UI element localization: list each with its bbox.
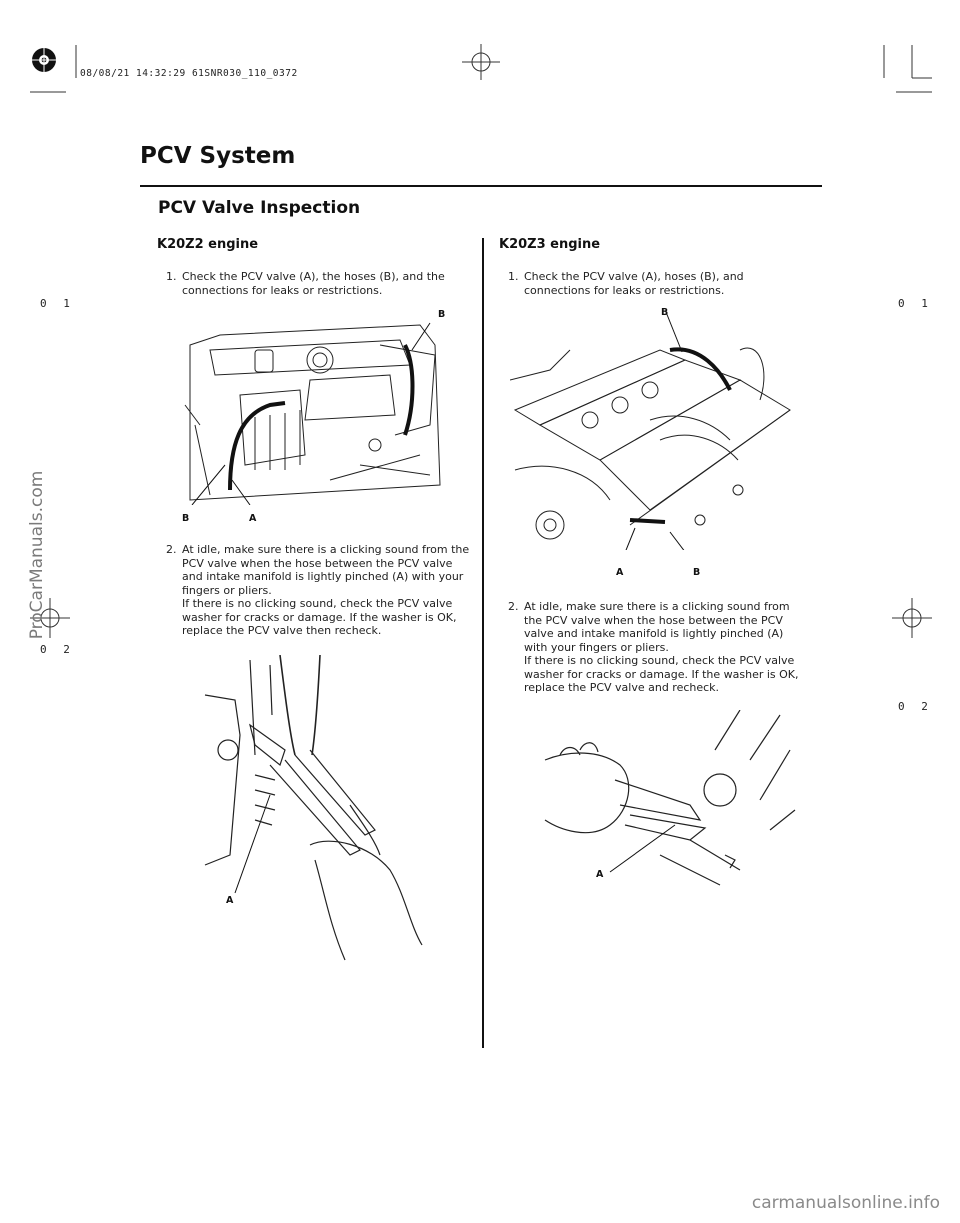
margin-marker: 0 2: [40, 643, 75, 656]
label-a: A: [226, 895, 234, 906]
label-a: A: [596, 869, 604, 880]
step-number: 1.: [166, 270, 177, 283]
step-text: Check the PCV valve (A), the hoses (B), …: [182, 270, 445, 297]
label-b: B: [693, 567, 701, 578]
right-column-heading: K20Z3 engine: [499, 237, 601, 252]
side-crosshair-icons: [30, 598, 932, 638]
footer-watermark: carmanualsonline.info: [751, 1193, 940, 1213]
title-rule: [140, 185, 822, 187]
section-title: PCV Valve Inspection: [158, 198, 361, 218]
label-b: B: [661, 307, 669, 318]
margin-marker: 0 1: [40, 297, 75, 310]
step-text-followup: If there is no clicking sound, check the…: [182, 597, 457, 637]
pinch-hose-illustration: [544, 710, 796, 886]
margin-marker: 0 2: [898, 700, 933, 713]
step-text: At idle, make sure there is a clicking s…: [524, 600, 790, 654]
label-b: B: [438, 309, 446, 320]
registration-marks: [24, 40, 932, 93]
margin-marker: 0 1: [898, 297, 933, 310]
k20z3-engine-illustration: [510, 311, 791, 550]
step-number: 2.: [166, 543, 177, 556]
side-watermark: ProCarManuals.com: [27, 470, 47, 640]
step-number: 1.: [508, 270, 519, 283]
left-step-2: 2. At idle, make sure there is a clickin…: [166, 543, 476, 638]
step-text: Check the PCV valve (A), hoses (B), and …: [524, 270, 744, 297]
left-step-1: 1. Check the PCV valve (A), the hoses (B…: [166, 270, 476, 297]
step-text: At idle, make sure there is a clicking s…: [182, 543, 470, 597]
right-step-1: 1. Check the PCV valve (A), hoses (B), a…: [508, 270, 808, 297]
left-column-heading: K20Z2 engine: [157, 237, 259, 252]
print-stamp: 08/08/21 14:32:29 61SNR030_110_0372: [80, 68, 298, 79]
label-a: A: [249, 513, 257, 524]
label-b: B: [182, 513, 190, 524]
pinch-hose-illustration: [204, 655, 423, 961]
right-step-2: 2. At idle, make sure there is a clickin…: [508, 600, 808, 695]
page-title: PCV System: [140, 143, 296, 169]
label-a: A: [616, 567, 624, 578]
k20z2-engine-illustration: [184, 322, 441, 505]
step-text-followup: If there is no clicking sound, check the…: [524, 654, 799, 694]
step-number: 2.: [508, 600, 519, 613]
column-divider: [482, 238, 484, 1048]
